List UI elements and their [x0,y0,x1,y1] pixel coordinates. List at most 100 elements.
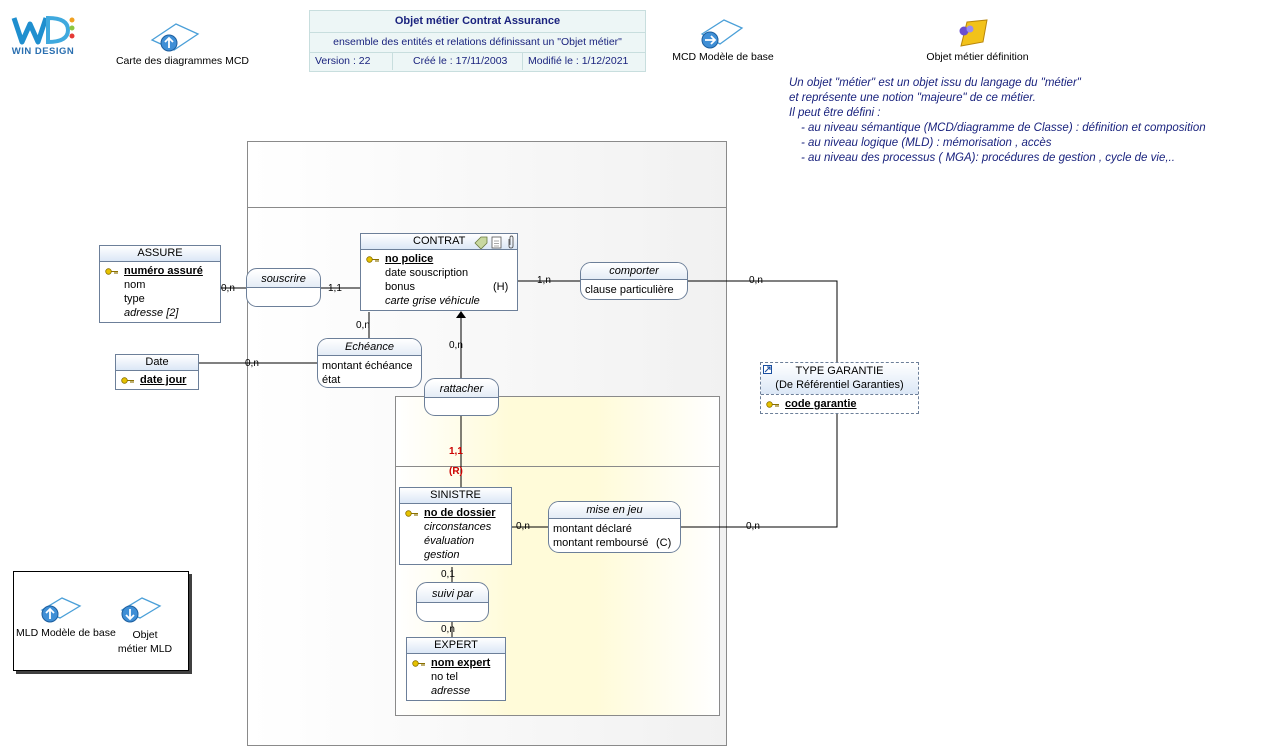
nav-objet-mld-label-line1: Objet [132,629,158,641]
entity-date[interactable]: Date date jour [115,354,199,390]
model-subtitle: ensemble des entités et relations défini… [333,36,622,48]
nav-objet-definition[interactable] [955,18,991,48]
entity-contrat-title: CONTRAT [413,235,466,247]
entity-attribute: date souscription [385,267,469,279]
relation-comporter[interactable]: comporter clause particulière [580,262,688,300]
cardinality-label: 0,n [516,521,530,532]
entity-attribute: bonus [385,281,415,293]
entity-attribute: adresse [431,685,471,697]
entity-attribute: date jour [140,374,187,386]
relation-echeance[interactable]: Echéance montant échéance état [317,338,422,388]
entity-date-title: Date [116,355,198,371]
key-icon [366,256,379,263]
relation-echeance-title: Echéance [318,339,421,356]
logo-icon [11,15,75,45]
entity-attribute: numéro assuré [124,265,203,277]
key-icon [121,377,134,384]
relation-mise-en-jeu-title: mise en jeu [549,502,680,519]
relation-attribute: clause particulière [585,284,674,296]
description-line: Un objet "métier" est un objet issu du l… [789,77,1081,89]
model-version: Version : 22 [315,55,371,67]
right-arrow-icon [700,19,744,49]
frame-divider [247,207,726,208]
cardinality-label: 0,n [749,275,763,286]
model-modified: Modifié le : 1/12/2021 [528,55,629,67]
entity-attribute: gestion [424,549,460,561]
description-line: - au niveau des processus ( MGA): procéd… [801,152,1175,164]
nav-carte-diagrammes[interactable] [150,22,200,54]
windesign-logo: WIN DESIGN [8,10,78,64]
description-text: Un objet "métier" est un objet issu du l… [789,76,1206,166]
nav-mld-base[interactable] [40,596,84,624]
logo-text: WIN DESIGN [11,46,75,57]
cardinality-label: 0,n [245,358,259,369]
cardinality-label: 0,1 [441,569,455,580]
down-arrow-icon [120,597,162,623]
model-created: Créé le : 17/11/2003 [413,55,508,67]
nav-carte-label: Carte des diagrammes MCD [115,55,250,67]
description-line: - au niveau logique (MLD) : mémorisation… [801,137,1052,149]
entity-type-garantie[interactable]: TYPE GARANTIE (De Référentiel Garanties)… [760,362,919,414]
historized-tag: (H) [493,281,509,293]
entity-attribute: no de dossier [424,507,496,519]
relation-souscrire-title: souscrire [247,271,320,288]
relation-attribute: montant échéance [322,360,413,372]
cardinality-label: 0,n [449,340,463,351]
entity-assure-title: ASSURE [100,246,220,262]
attachment-tools-icon [474,235,514,249]
relation-rattacher[interactable]: rattacher [424,378,499,416]
relation-rattacher-title: rattacher [425,381,498,398]
cardinality-label: 0,n [441,624,455,635]
relation-souscrire[interactable]: souscrire [246,268,321,307]
description-line: Il peut être défini : [789,107,881,119]
relation-suivi-par-title: suivi par [417,586,488,603]
entity-sinistre-title: SINISTRE [400,488,511,504]
description-line: - au niveau sémantique (MCD/diagramme de… [801,122,1206,134]
cardinality-label: 1,1 [328,283,342,294]
entity-attribute: évaluation [424,535,475,547]
entity-attribute: circonstances [424,521,492,533]
nav-mld-base-label: MLD Modèle de base [16,627,116,639]
entity-sinistre[interactable]: SINISTRE no de dossier circonstances éva… [399,487,512,565]
key-icon [412,660,425,667]
cardinality-label: 0,n [746,521,760,532]
key-icon [405,510,418,517]
up-arrow-icon [40,597,82,623]
cardinality-label: 1,n [537,275,551,286]
relative-id-tag: (R) [449,466,463,477]
entity-attribute: no tel [431,671,458,683]
relation-suivi-par[interactable]: suivi par [416,582,489,622]
nav-objet-definition-label: Objet métier définition [926,51,1029,63]
entity-expert[interactable]: EXPERT nom expert no tel adresse [406,637,506,701]
cardinality-label: 0,n [356,320,370,331]
cardinality-label: 1,1 [449,446,463,457]
description-line: et représente une notion "majeure" de ce… [789,92,1036,104]
relation-attribute: montant remboursé [553,537,649,549]
entity-expert-title: EXPERT [407,638,505,654]
relation-attribute: montant déclaré [553,523,632,535]
nav-mcd-base-label: MCD Modèle de base [672,51,774,63]
entity-attribute: no police [385,253,434,265]
entity-attribute: carte grise véhicule [385,295,480,307]
computed-tag: (C) [656,537,672,549]
relation-mise-en-jeu[interactable]: mise en jeu montant déclaré montant remb… [548,501,681,553]
nav-mcd-base[interactable] [700,18,744,50]
key-icon [105,268,118,275]
nav-objet-mld-label-line2: métier MLD [117,643,173,655]
entity-contrat[interactable]: CONTRAT no police date souscription bonu… [360,233,518,311]
entity-attribute: code garantie [785,398,857,410]
nav-objet-mld[interactable] [120,596,164,624]
model-title: Objet métier Contrat Assurance [394,15,561,27]
entity-type-garantie-subtitle: (De Référentiel Garanties) [775,379,904,391]
up-arrow-icon [150,23,200,52]
cardinality-label: 0,n [221,283,235,294]
entity-attribute: nom expert [431,657,491,669]
inner-frame-divider [395,466,719,467]
entity-attribute: type [124,293,145,305]
entity-assure[interactable]: ASSURE numéro assuré nom type adresse [2… [99,245,221,323]
relation-attribute: état [322,374,341,386]
entity-attribute: adresse [2] [124,307,179,319]
relation-comporter-title: comporter [581,263,687,280]
mld-navigation-box: MLD Modèle de base Objet métier MLD [13,571,189,671]
info-box: Objet métier Contrat Assurance ensemble … [309,10,646,72]
